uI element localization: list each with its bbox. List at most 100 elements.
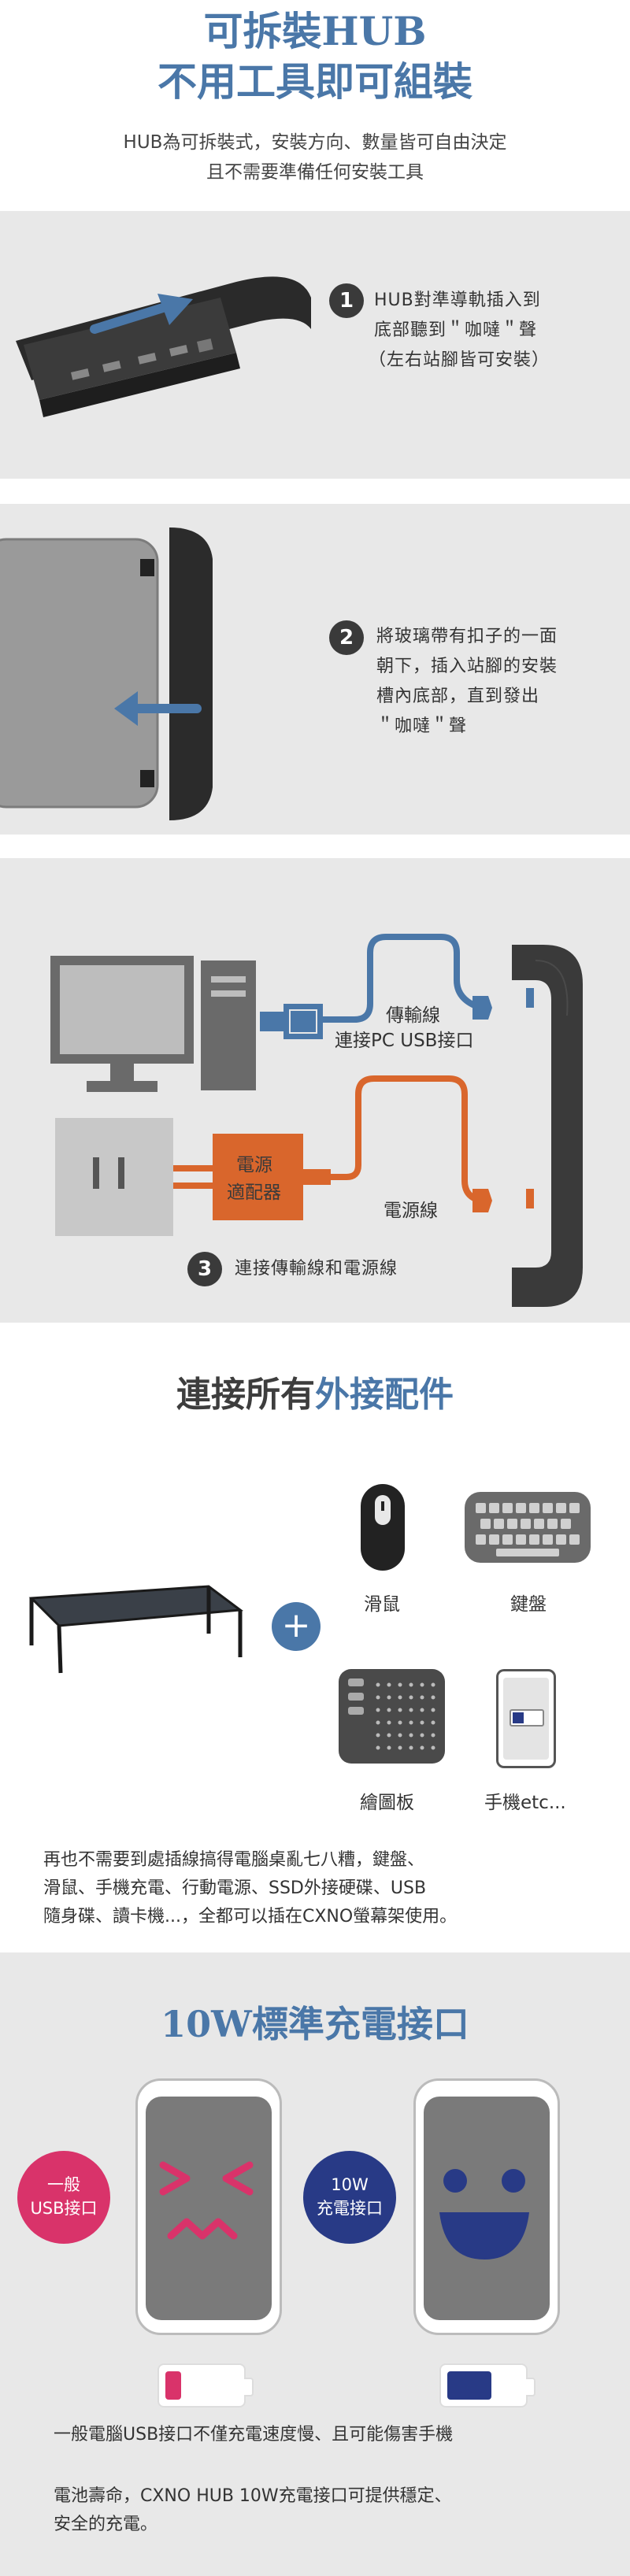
badge-normal-line2: USB接口 (30, 2199, 98, 2218)
step2-line3: 槽內底部，直到發出 (376, 687, 540, 706)
connection-diagram (50, 934, 583, 1307)
keyboard-key (529, 1503, 539, 1513)
keyboard-key (543, 1534, 553, 1545)
accessories-para-line3: 隨身碟、讀卡機...，全都可以插在CXNO螢幕架使用。 (43, 1907, 458, 1926)
step3-section: 傳輸線 連接PC USB接口 電源 適配器 電源線 3 連接傳輸線和電源線 (0, 858, 630, 1323)
keyboard-key (480, 1519, 491, 1529)
badge-normal-line1: 一般 (47, 2175, 80, 2194)
step3-number: 3 (187, 1252, 222, 1286)
adapter-label-line2: 適配器 (227, 1183, 281, 1203)
charging-para-line3: 安全的充電。 (54, 2515, 158, 2534)
charging-para-line1: 一般電腦USB接口不僅充電速度慢、且可能傷害手機 (54, 2425, 454, 2445)
keyboard-key (502, 1503, 513, 1513)
step2-line4: ＂咖噠＂聲 (376, 716, 468, 736)
badge-10w-line1: 10W (331, 2175, 369, 2194)
tablet-dot (409, 1745, 413, 1750)
tablet-dot (431, 1695, 435, 1700)
happy-face-icon (439, 2169, 529, 2260)
tablet-dot (398, 1745, 402, 1750)
monitor-stand-illustration (28, 1585, 244, 1674)
keyboard-icon (465, 1492, 591, 1563)
keyboard-key (547, 1519, 558, 1529)
tablet-dot (420, 1695, 424, 1700)
battery-full-icon (439, 2363, 536, 2408)
charging-title: 10W標準充電接口 (161, 2003, 469, 2045)
step1-line2: 底部聽到＂咖噠＂聲 (374, 320, 538, 340)
cable-label-line2: 連接PC USB接口 (335, 1031, 474, 1051)
power-cable-label: 電源線 (384, 1201, 438, 1221)
badge-10w-line2: 充電接口 (317, 2199, 383, 2218)
tablet-dot (431, 1733, 435, 1738)
keyboard-key (489, 1503, 499, 1513)
keyboard-key (521, 1519, 531, 1529)
adapter-label-line1: 電源 (236, 1155, 272, 1175)
accessories-title-part2: 外接配件 (315, 1375, 454, 1415)
phone-icon (496, 1669, 556, 1768)
divider (0, 479, 630, 504)
glass-insert-illustration (0, 527, 213, 820)
keyboard-spacebar (496, 1549, 559, 1556)
tablet-dot (420, 1745, 424, 1750)
tablet-dot (387, 1682, 391, 1687)
keyboard-key (569, 1503, 580, 1513)
power-adapter-icon (213, 1134, 303, 1220)
keyboard-key (543, 1503, 553, 1513)
step1-line3: （左右站腳皆可安裝） (369, 350, 550, 370)
tablet-dot (398, 1695, 402, 1700)
step1-section: 1 HUB對準導軌插入到 底部聽到＂咖噠＂聲 （左右站腳皆可安裝） (0, 211, 630, 479)
tablet-dot (431, 1720, 435, 1725)
tablet-dot (431, 1745, 435, 1750)
tablet-dot (409, 1682, 413, 1687)
hub-rail-illustration (16, 276, 311, 417)
tablet-dot (376, 1708, 380, 1712)
hero-subtitle-line2: 且不需要準備任何安裝工具 (206, 162, 424, 183)
tablet-dot (376, 1720, 380, 1725)
wall-socket-icon (55, 1118, 173, 1236)
mouse-icon (361, 1484, 405, 1571)
badge-10w: 10W 充電接口 (303, 2151, 396, 2244)
hero-title-line1: 可拆裝HUB (203, 8, 427, 54)
keyboard-key (476, 1534, 486, 1545)
tablet-dot (376, 1745, 380, 1750)
tablet-dot (376, 1733, 380, 1738)
charging-para-line2: 電池壽命，CXNO HUB 10W充電接口可提供穩定、 (54, 2486, 452, 2506)
hero-subtitle-line1: HUB為可拆裝式，安裝方向、數量皆可自由決定 (123, 132, 507, 153)
phone-fast-illustration (413, 2078, 560, 2335)
drawing-tablet-icon (339, 1669, 445, 1764)
step2-section: 2 將玻璃帶有扣子的一面 朝下，插入站腳的安裝 槽內底部，直到發出 ＂咖噠＂聲 (0, 504, 630, 835)
step2-line2: 朝下，插入站腳的安裝 (376, 657, 558, 676)
tablet-dot (420, 1720, 424, 1725)
keyboard-key (507, 1519, 517, 1529)
keyboard-key (556, 1503, 566, 1513)
hero-title-line2: 不用工具即可組裝 (158, 58, 472, 105)
charging-section: 10W標準充電接口 一般 USB接口 10W 充電接口 一般電腦USB接口不僅充… (0, 1952, 630, 2476)
keyboard-key (534, 1519, 544, 1529)
step2-number: 2 (329, 620, 364, 655)
keyboard-key (516, 1534, 526, 1545)
step1-number: 1 (329, 283, 364, 318)
tablet-dot (376, 1695, 380, 1700)
phone-slow-illustration (135, 2078, 282, 2335)
keyboard-key (494, 1519, 504, 1529)
battery-low-icon (158, 2363, 254, 2408)
plus-icon: + (272, 1602, 321, 1651)
charging-text-section: 電池壽命，CXNO HUB 10W充電接口可提供穩定、 安全的充電。 (0, 2476, 630, 2576)
tablet-dot (387, 1720, 391, 1725)
tablet-dot (431, 1682, 435, 1687)
accessory-label-mouse: 滑鼠 (364, 1594, 400, 1615)
accessories-title: 連接所有外接配件 (0, 1366, 630, 1416)
tablet-dot (398, 1708, 402, 1712)
monitor-icon (50, 956, 194, 1064)
keyboard-key (561, 1519, 571, 1529)
tablet-dot (420, 1682, 424, 1687)
keyboard-key (516, 1503, 526, 1513)
step2-line1: 將玻璃帶有扣子的一面 (376, 627, 558, 646)
accessories-title-part1: 連接所有 (176, 1375, 315, 1415)
keyboard-key (489, 1534, 499, 1545)
accessories-para-line2: 滑鼠、手機充電、行動電源、SSD外接硬碟、USB (43, 1878, 427, 1898)
sad-face-icon (159, 2161, 254, 2240)
keyboard-key (569, 1534, 580, 1545)
accessories-para-line1: 再也不需要到處插線搞得電腦桌亂七八糟，鍵盤、 (43, 1850, 425, 1870)
tablet-dot (409, 1695, 413, 1700)
badge-normal-usb: 一般 USB接口 (17, 2151, 110, 2244)
